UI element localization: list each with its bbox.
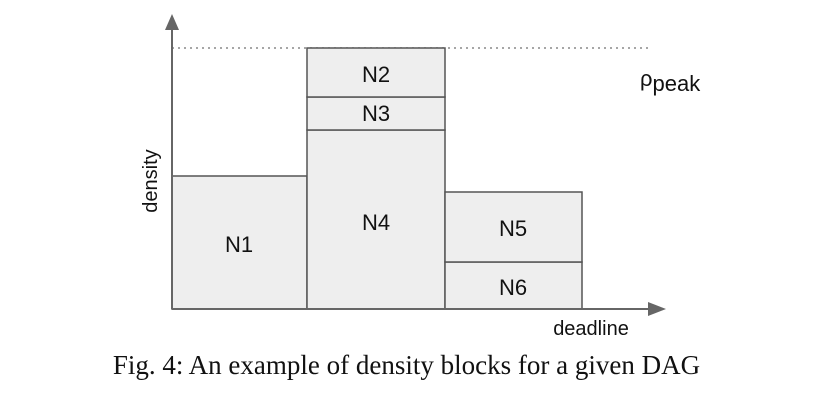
density-blocks-diagram: N1 N4 N3 N2 N6 N5 density deadline ρpeak bbox=[140, 14, 701, 340]
figure-caption: Fig. 4: An example of density blocks for… bbox=[112, 350, 701, 380]
block-n6: N6 bbox=[444, 261, 583, 310]
x-axis-arrowhead bbox=[648, 302, 666, 316]
block-label-n6: N6 bbox=[499, 275, 527, 300]
peak-label: ρpeak bbox=[640, 66, 701, 96]
y-axis-arrowhead bbox=[165, 14, 179, 30]
y-axis-label: density bbox=[140, 149, 162, 212]
block-n3: N3 bbox=[306, 96, 446, 131]
peak-subscript: peak bbox=[653, 71, 702, 96]
block-label-n4: N4 bbox=[362, 210, 390, 235]
block-n5: N5 bbox=[444, 191, 583, 263]
x-axis-label: deadline bbox=[553, 318, 629, 340]
block-n4: N4 bbox=[306, 129, 446, 310]
block-label-n2: N2 bbox=[362, 62, 390, 87]
block-n2: N2 bbox=[306, 47, 446, 98]
block-label-n3: N3 bbox=[362, 101, 390, 126]
block-label-n5: N5 bbox=[499, 216, 527, 241]
block-label-n1: N1 bbox=[225, 232, 253, 257]
peak-symbol: ρ bbox=[640, 66, 653, 91]
block-n1: N1 bbox=[171, 175, 308, 310]
